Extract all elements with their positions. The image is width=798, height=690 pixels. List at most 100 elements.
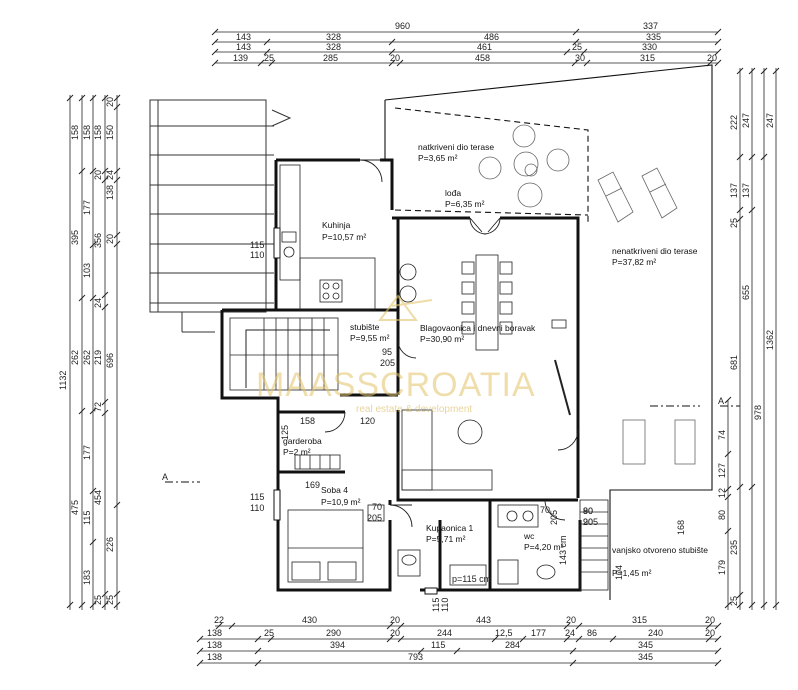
dim-top-335: 335 xyxy=(646,32,661,42)
dim-bottom-20a: 20 xyxy=(390,615,400,625)
terrace-furniture xyxy=(478,124,696,465)
dim-left-1132: 1132 xyxy=(58,371,68,390)
room-area-loggia: P=6,35 m² xyxy=(445,199,485,209)
doors xyxy=(324,159,579,528)
dim-left-454: 454 xyxy=(93,490,103,505)
dim-left-262b: 262 xyxy=(82,350,92,365)
pergola xyxy=(149,99,292,333)
dim-bottom-345b: 345 xyxy=(638,652,653,662)
left-dimension-labels: 1132 158 395 262 475 158 177 103 262 177… xyxy=(58,97,115,605)
room-spot: 169 xyxy=(305,480,320,490)
room-name-bathroom: Kupaonica 1 xyxy=(426,523,474,533)
room-area-kitchen: P=10,57 m² xyxy=(322,232,366,242)
dim-top-486: 486 xyxy=(484,32,499,42)
section-mark-right: A xyxy=(718,396,724,406)
wardrobe xyxy=(294,454,341,470)
wardrobe-width: 158 xyxy=(300,416,315,426)
room-area-exterior-stairs: P=1,45 m² xyxy=(612,568,652,578)
dim-bottom-115: 115 xyxy=(431,640,445,650)
room-area-stairwell: P=9,55 m² xyxy=(350,333,390,343)
dim-left-20c: 20 xyxy=(105,234,115,244)
dim-bottom-20d: 20 xyxy=(390,628,400,638)
dim-left-24b: 24 xyxy=(105,170,115,180)
dim-right-137b: 137 xyxy=(741,183,751,198)
left-dimension-chains xyxy=(66,94,121,610)
wardrobe-depth: 125 xyxy=(280,425,290,440)
dim-top-20a: 20 xyxy=(390,53,400,63)
dim-left-696: 696 xyxy=(105,353,115,368)
ext-stair-door-height: 205 xyxy=(583,517,598,527)
dim-left-158b: 158 xyxy=(82,125,92,140)
room-area-open-terrace: P=37,82 m² xyxy=(612,257,656,267)
kitchen-furniture xyxy=(279,164,417,311)
dim-right-681: 681 xyxy=(729,355,739,370)
wc-door-width: 70 xyxy=(540,505,550,515)
room-name-bedroom: Soba 4 xyxy=(321,485,348,495)
dim-left-25b: 25 xyxy=(105,595,115,605)
building-walls xyxy=(220,158,582,592)
ext-stair-90: 90 xyxy=(583,517,593,527)
dim-right-1362: 1362 xyxy=(765,330,775,350)
dim-left-20b: 20 xyxy=(105,97,115,107)
dim-right-127: 127 xyxy=(717,463,727,478)
dim-top-337: 337 xyxy=(643,21,658,31)
bottom-dimension-labels: 22 430 20 443 20 315 20 138 25 290 20 24… xyxy=(207,615,715,662)
dim-bottom-284: 284 xyxy=(505,640,520,650)
dim-bottom-443: 443 xyxy=(476,615,491,625)
dim-left-24a: 24 xyxy=(93,298,103,308)
dim-right-80: 80 xyxy=(717,510,727,520)
dim-bottom-24: 24 xyxy=(565,628,575,638)
dim-left-177a: 177 xyxy=(82,200,92,215)
right-dimension-labels: 222 137 25 247 137 655 978 235 25 247 13… xyxy=(717,113,775,606)
dim-bottom-25: 25 xyxy=(264,628,274,638)
dim-left-226: 226 xyxy=(105,537,115,552)
watermark-tagline: real estate & development xyxy=(356,404,472,415)
dim-left-72: 72 xyxy=(93,402,103,412)
right-dimension-chains xyxy=(724,67,780,610)
dim-left-475: 475 xyxy=(70,500,80,515)
dim-bottom-290: 290 xyxy=(326,628,341,638)
room-area-wardrobe: P=2 m² xyxy=(283,447,311,457)
dim-right-25a: 25 xyxy=(729,218,739,228)
dim-top-328b: 328 xyxy=(326,42,341,52)
room-area-bedroom: P=10,9 m² xyxy=(321,497,361,507)
dim-left-158c: 158 xyxy=(93,125,103,140)
dim-top-330: 330 xyxy=(642,42,657,52)
dim-left-158a: 158 xyxy=(70,125,80,140)
room-window-width: 115 xyxy=(250,492,264,502)
wardrobe-door: 120 xyxy=(360,416,375,426)
room-area-covered-terrace: P=3,65 m² xyxy=(418,153,458,163)
bathroom-fixtures xyxy=(397,504,556,586)
dim-left-150: 150 xyxy=(105,125,115,140)
room-name-open-terrace: nenatkriveni dio terase xyxy=(612,246,698,256)
dim-right-179: 179 xyxy=(717,560,727,575)
bath-door-width: 70 xyxy=(372,502,382,512)
dim-bottom-138b: 138 xyxy=(207,640,222,650)
dim-left-20a: 20 xyxy=(93,170,103,180)
dim-left-25a: 25 xyxy=(93,595,103,605)
bedroom-furniture xyxy=(287,504,385,583)
bath-door-height: 205 xyxy=(367,513,382,523)
living-furniture xyxy=(401,319,571,491)
dim-left-183: 183 xyxy=(82,570,92,585)
dim-bottom-20c: 20 xyxy=(705,615,715,625)
ext-stair-168: 168 xyxy=(676,520,686,535)
dim-top-143b: 143 xyxy=(236,42,251,52)
dim-bottom-138a: 138 xyxy=(207,628,222,638)
dim-bottom-22: 22 xyxy=(214,615,224,625)
dim-top-458: 458 xyxy=(475,53,490,63)
dim-top-285: 285 xyxy=(323,53,338,63)
kitchen-window-width: 115 xyxy=(250,240,264,250)
dim-bottom-12-5: 12,5 xyxy=(495,628,513,638)
dim-right-247a: 247 xyxy=(741,113,751,128)
ext-stair-80: 80 xyxy=(583,506,593,516)
section-markers xyxy=(165,405,740,483)
dim-right-655: 655 xyxy=(741,285,751,300)
dim-bottom-138c: 138 xyxy=(207,652,222,662)
ext-stair-104: 104 xyxy=(614,565,624,580)
room-area-wc: P=4,20 m² xyxy=(524,542,564,552)
dim-left-138: 138 xyxy=(105,185,115,200)
dim-right-222: 222 xyxy=(729,115,739,130)
dim-top-20b: 20 xyxy=(707,53,717,63)
